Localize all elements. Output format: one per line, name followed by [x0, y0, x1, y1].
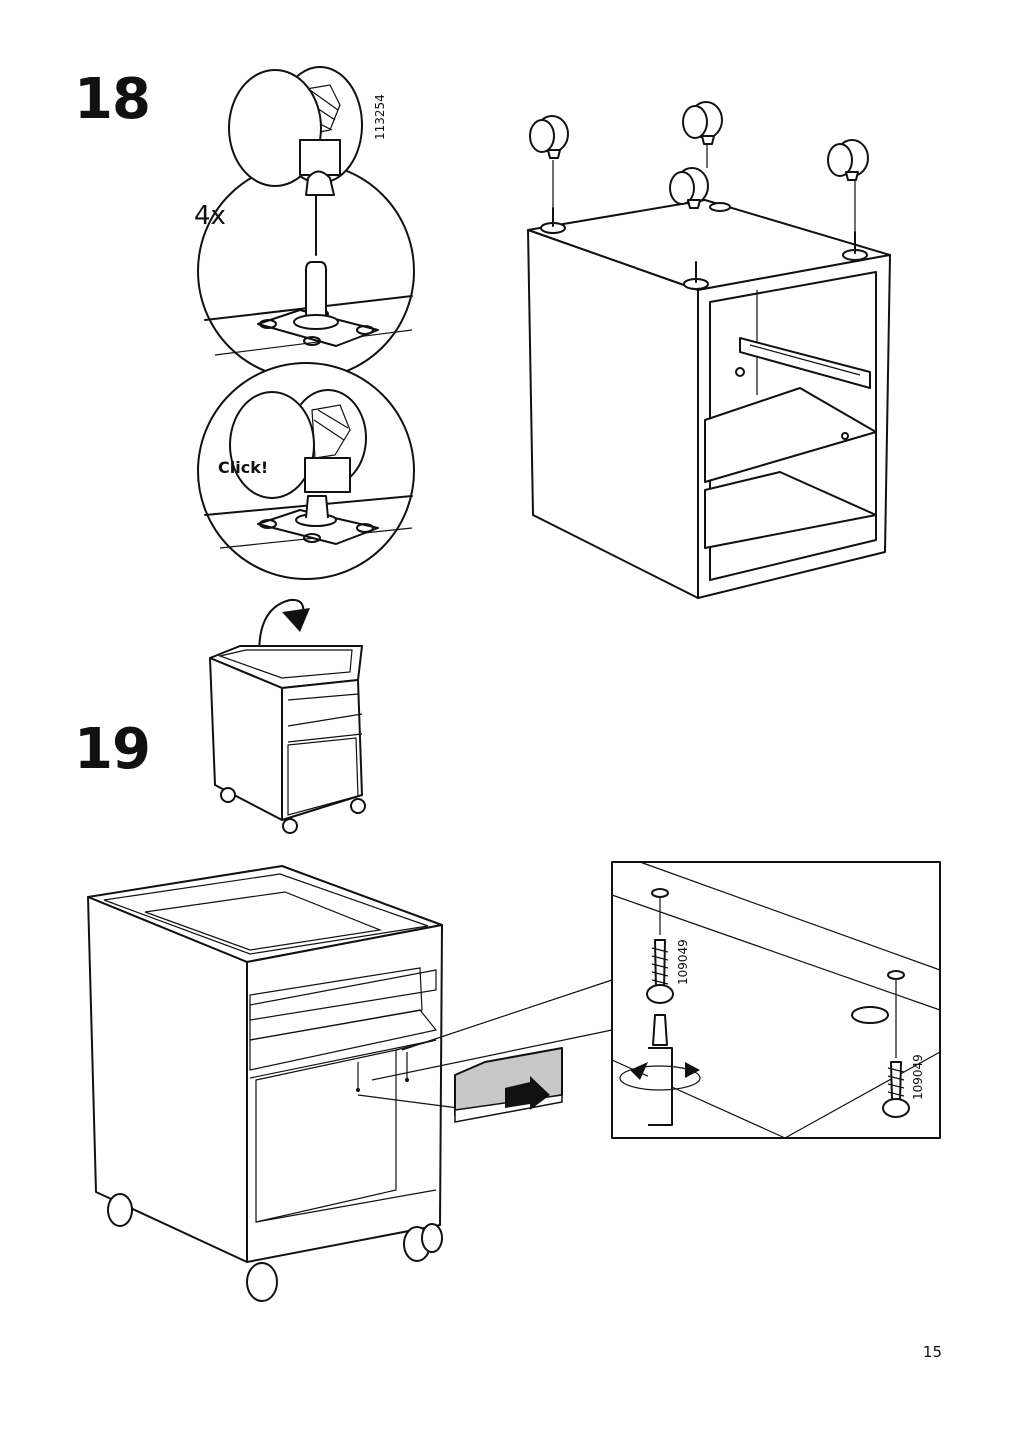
caster-1 — [529, 115, 569, 159]
back-panel-insert — [454, 1047, 563, 1123]
screwdriver — [619, 1014, 701, 1126]
caster-4 — [827, 139, 869, 181]
screw-detail-box: 109049 109049 — [611, 861, 941, 1139]
rotate-arrow-right — [685, 1062, 700, 1078]
rotate-arrow-left — [630, 1062, 648, 1080]
turn-over-cabinet — [209, 598, 366, 834]
quantity-label: 4x — [194, 201, 226, 231]
caster-detail-circle-top — [197, 162, 415, 380]
casters-loose — [529, 101, 869, 209]
part-number-screw-a: 109049 — [676, 939, 690, 985]
page-number: 15 — [922, 1343, 942, 1361]
caster-2 — [682, 101, 723, 145]
screw-109049-a — [646, 939, 674, 1004]
caster-wheel-top — [228, 66, 363, 196]
insert-arrow — [505, 1076, 550, 1110]
caster-detail-circle-bottom — [197, 362, 415, 580]
part-number-caster: 113254 — [373, 94, 387, 140]
caster-3 — [669, 167, 709, 209]
cabinet-step-19 — [87, 865, 443, 1302]
step-19-number: 19 — [74, 717, 151, 782]
part-number-screw-b: 109049 — [911, 1054, 925, 1100]
caster-mount-points — [540, 202, 868, 290]
screw-109049-b — [882, 1061, 910, 1118]
cabinet-upside-down — [527, 140, 891, 599]
click-callout: Click! — [218, 458, 268, 477]
turn-arrow-head — [282, 608, 310, 632]
step-18-number: 18 — [74, 67, 151, 132]
